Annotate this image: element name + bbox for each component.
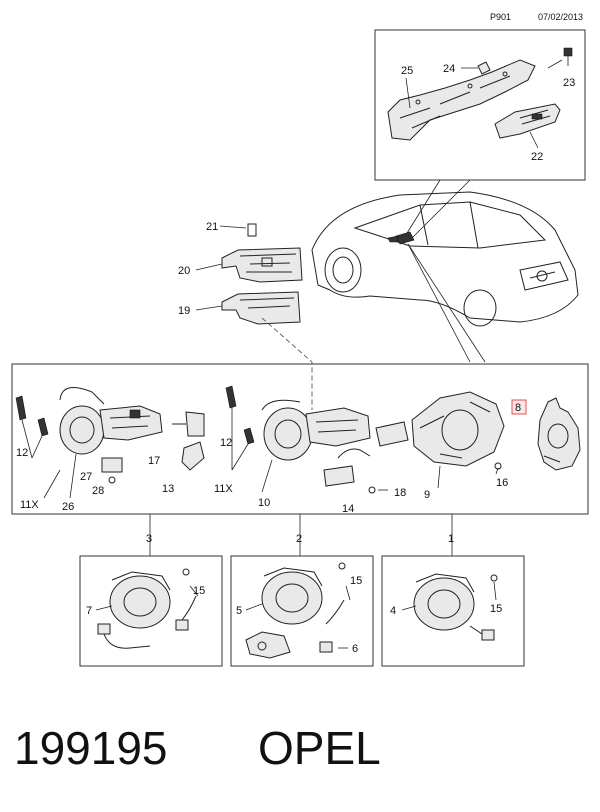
callout-28: 28 [92,485,104,497]
car-illustration [311,191,579,327]
callout-9: 9 [424,489,430,501]
footer-brand: OPEL [258,722,381,774]
header-code: P901 [490,12,511,22]
callout-11x-left: 11X [20,499,39,511]
callout-25: 25 [401,65,413,77]
assembly-left [15,387,205,499]
callout-11x-middle: 11X [214,483,233,495]
callout-27: 27 [80,471,92,483]
callout-8-highlighted: 8 [515,402,521,414]
callout-20: 20 [178,265,190,277]
assembly-right [411,391,505,489]
assembly-middle [225,385,409,494]
sub-assembly-box-1 [381,555,525,667]
clock-spring-8 [537,397,581,471]
highlight-box-8 [511,399,527,415]
callout-15-box1: 15 [490,603,502,615]
callout-16: 16 [496,477,508,489]
bracket-group [195,223,303,325]
header-date: 07/02/2013 [538,12,583,22]
callout-1: 1 [448,533,454,545]
callout-7: 7 [86,605,92,617]
callout-4: 4 [390,605,396,617]
detail-box-top [374,29,586,181]
callout-18: 18 [394,487,406,499]
callout-19: 19 [178,305,190,317]
callout-14: 14 [342,503,354,515]
footer-part-number: 199195 [14,722,168,774]
callout-12-middle: 12 [220,437,232,449]
callout-24: 24 [443,63,455,75]
callout-22: 22 [531,151,543,163]
callout-13: 13 [162,483,174,495]
callout-3: 3 [146,533,152,545]
callout-15-box3: 15 [193,585,205,597]
callout-21: 21 [206,221,218,233]
callout-15-box2: 15 [350,575,362,587]
sub-assembly-box-3 [79,555,223,667]
callout-5: 5 [236,605,242,617]
callout-23: 23 [563,77,575,89]
callout-17: 17 [148,455,160,467]
callout-12-left: 12 [16,447,28,459]
callout-26: 26 [62,501,74,513]
callout-6: 6 [352,643,358,655]
callout-2: 2 [296,533,302,545]
sub-assembly-box-2 [230,555,374,667]
callout-10: 10 [258,497,270,509]
